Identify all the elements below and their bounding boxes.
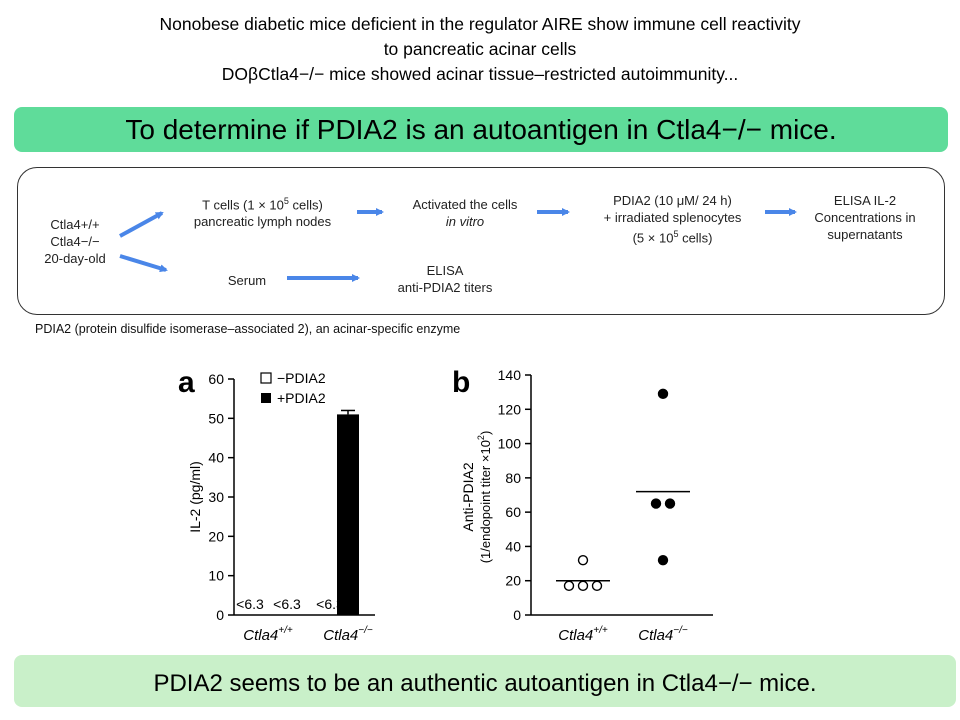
panel-a-y-tick-label: 50	[208, 410, 224, 426]
panel-b-y-tick-label: 100	[498, 436, 522, 452]
flow-tcells: T cells (1 × 105 cells) pancreatic lymph…	[170, 193, 355, 230]
flow-mice-line-2: Ctla4−/−	[50, 234, 100, 249]
flow-elisa-titers-line-2: anti-PDIA2 titers	[397, 280, 493, 295]
panel-b-y-tick-label: 0	[513, 607, 521, 623]
objective-banner: To determine if PDIA2 is an autoantigen …	[14, 107, 948, 152]
intro-text: Nonobese diabetic mice deficient in the …	[0, 12, 960, 87]
flow-mice-line-3: 20-day-old	[44, 251, 106, 266]
arrow-mice-to-tcells	[119, 211, 164, 238]
flow-pdia2-line-3: (5 × 105 cells)	[575, 226, 770, 246]
flow-elisa-il2-line-1: ELISA IL-2	[833, 193, 897, 208]
intro-line-2: to pancreatic acinar cells	[383, 39, 577, 59]
panel-a-y-tick-label: 20	[208, 528, 224, 544]
flow-activated: Activated the cells in vitro	[390, 196, 540, 230]
arrow-mice-to-serum	[119, 254, 168, 273]
chart-panel-b: b 0 20 40 60 80 100 120 140 Anti-PDIA2 (1/endop…	[452, 366, 713, 644]
panel-b-y-label-units: (1/endopoint titer ×102)	[476, 431, 493, 564]
conclusion-banner: PDIA2 seems to be an authentic autoantig…	[14, 655, 956, 707]
panel-b-y-tick-label: 120	[498, 401, 522, 417]
data-point-filled	[650, 498, 662, 509]
panel-a-legend: −PDIA2 +PDIA2	[260, 370, 326, 406]
flow-elisa-il2: ELISA IL-2 Concentrations in supernatant…	[800, 192, 930, 243]
panel-a-y-tick-label: 10	[208, 568, 224, 584]
panel-b-y-label: Anti-PDIA2	[460, 462, 476, 531]
panel-b-y-tick-label: 80	[505, 470, 521, 486]
panel-b-x-tick-1: Ctla4+/+	[558, 625, 608, 644]
flow-tcells-line-1: T cells (1 × 105 cells)	[170, 193, 355, 213]
panel-b-y-tick-label: 20	[505, 573, 521, 589]
data-point-open	[591, 580, 603, 592]
data-point-filled	[657, 554, 669, 566]
flow-mice-line-1: Ctla4+/+	[50, 217, 100, 232]
data-point-filled	[664, 498, 676, 509]
panel-b-y-tick-label: 60	[505, 504, 521, 520]
panel-a-y-label: IL-2 (pg/ml)	[187, 461, 203, 533]
flow-pdia2: PDIA2 (10 μM/ 24 h) + irradiated splenoc…	[575, 192, 770, 246]
intro-line-1: Nonobese diabetic mice deficient in the …	[159, 14, 801, 34]
panel-a-y-axis: 0 10 20 30 40 50 60	[208, 371, 235, 623]
flow-activated-line-2: in vitro	[445, 214, 485, 229]
flow-tcells-line-2: pancreatic lymph nodes	[193, 214, 332, 230]
data-point-open	[577, 554, 589, 566]
flow-tcells-exp: 5	[283, 196, 289, 206]
flow-pdia2-line-2: + irradiated splenocytes	[603, 210, 742, 225]
legend-swatch-minus	[260, 372, 272, 384]
data-point-filled	[657, 388, 669, 400]
panel-a-x-tick-1: Ctla4+/+	[243, 625, 293, 644]
intro-line-3: DOβCtla4−/− mice showed acinar tissue–re…	[221, 64, 739, 84]
flow-pdia2-line-3-exp: 5	[673, 229, 679, 239]
panel-b-letter: b	[452, 366, 470, 399]
flow-pdia2-line-3-suffix: cells)	[678, 230, 713, 246]
panel-b-y-tick-label: 40	[505, 538, 521, 554]
flow-elisa-titers: ELISA anti-PDIA2 titers	[375, 262, 515, 296]
legend-label-plus: +PDIA2	[277, 390, 326, 406]
flow-activated-line-1: Activated the cells	[412, 197, 518, 212]
flow-elisa-il2-line-3: supernatants	[827, 227, 903, 242]
experiment-flow-box	[17, 167, 945, 315]
panel-a-x-tick-2: Ctla4−/−	[323, 625, 373, 644]
bar-plus-pdia2	[337, 414, 359, 615]
panel-a-y-tick-label: 40	[208, 450, 224, 466]
legend-swatch-plus	[261, 393, 271, 403]
bar-value-label: <6.3	[236, 596, 264, 612]
panel-b-x-tick-2: Ctla4−/−	[638, 625, 688, 644]
panel-a-y-tick-label: 0	[216, 607, 224, 623]
flow-serum: Serum	[227, 273, 267, 288]
chart-panel-a: a 0 10 20 30 40 50 60 IL-2 (pg/ml) −PDIA2 +PDI…	[178, 366, 375, 644]
bar-value-label: <6.3	[316, 596, 344, 612]
pdia2-note: PDIA2 (protein disulfide isomerase–assoc…	[35, 322, 461, 336]
flow-pdia2-line-3-prefix: (5 × 10	[632, 230, 674, 246]
flow-elisa-titers-line-1: ELISA	[426, 263, 464, 278]
flow-elisa-il2-line-2: Concentrations in	[814, 210, 916, 225]
panel-a-y-tick-label: 60	[208, 371, 224, 387]
panel-a-y-tick-label: 30	[208, 489, 224, 505]
panel-b-y-tick-label: 140	[498, 367, 522, 383]
legend-label-minus: −PDIA2	[277, 370, 326, 386]
flow-mice: Ctla4+/+ Ctla4−/− 20-day-old	[30, 216, 120, 267]
flow-pdia2-line-1: PDIA2 (10 μM/ 24 h)	[613, 193, 732, 208]
flow-tcells-suffix: cells)	[288, 197, 323, 213]
data-point-open	[577, 580, 589, 592]
data-point-open	[563, 580, 575, 592]
panel-a-letter: a	[178, 366, 195, 399]
flow-tcells-prefix: T cells (1 × 10	[202, 197, 284, 213]
bar-value-label: <6.3	[273, 596, 301, 612]
